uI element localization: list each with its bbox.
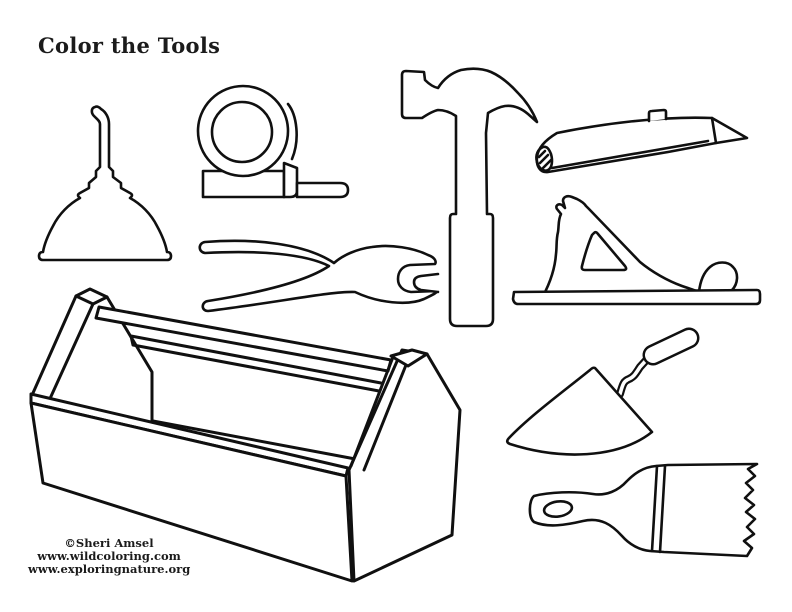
page-title: Color the Tools [38, 33, 221, 58]
attribution-author: ©Sheri Amsel [64, 536, 154, 550]
pliers-icon [198, 239, 440, 313]
attribution: ©Sheri Amsel www.wildcoloring.com www.ex… [28, 537, 190, 575]
utility-knife-icon [535, 108, 749, 174]
attribution-site-exploringnature: www.exploringnature.org [28, 561, 191, 576]
trowel-icon [505, 327, 700, 456]
toolbox-icon [29, 287, 462, 583]
attribution-site-wildcoloring: www.wildcoloring.com [37, 548, 181, 563]
paint-brush-icon [528, 462, 759, 558]
hand-plane-icon [511, 194, 762, 306]
hammer-icon [400, 67, 539, 328]
oil-can-icon [37, 105, 173, 262]
tape-measure-icon [196, 84, 350, 199]
